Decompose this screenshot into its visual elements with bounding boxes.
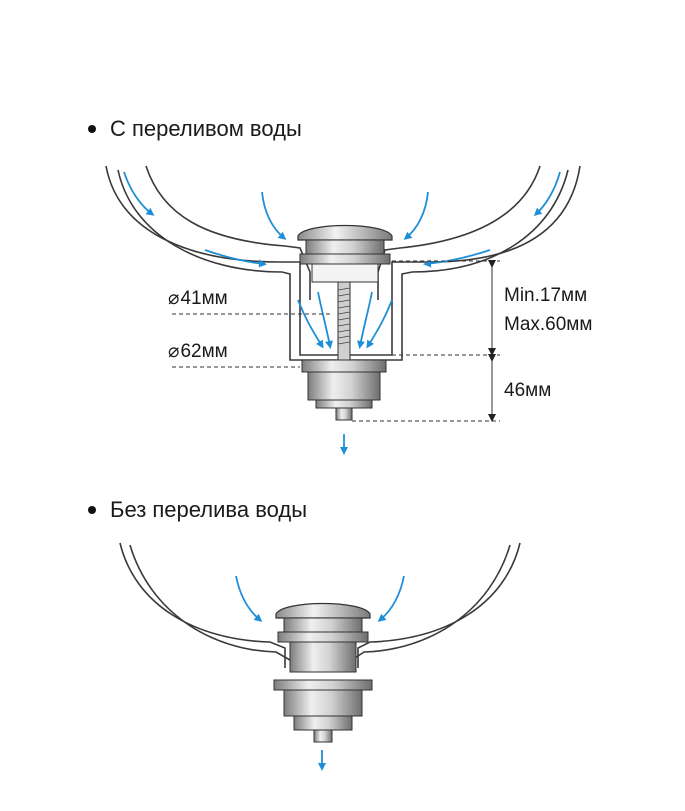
bullet-icon [88,125,96,133]
drain-cap-top [297,224,393,421]
basin-outer-wall [105,165,581,356]
diameter-icon: ⌀ [168,341,180,362]
section-title-text: Без перелива воды [110,497,308,522]
basin-outer-wall-right [357,542,521,668]
body-height-label: 46мм [504,380,552,401]
flow-arrows-bottom [235,575,405,771]
flow-arrow [357,291,373,349]
section-title-text: С переливом воды [110,116,302,141]
basin-inner-wall-right [377,165,541,300]
dimension-lines [172,260,500,422]
section-title-with-overflow: С переливом воды [88,116,302,142]
basin-without-overflow [119,542,521,668]
flow-arrow [317,291,333,349]
outer-diameter-value: 62мм [180,341,228,362]
flow-arrow [123,171,155,216]
basin-inner-wall [129,544,291,661]
max-thickness-label: Max.60мм [504,314,593,335]
min-thickness-label: Min.17мм [504,285,588,306]
inner-diameter-label: ⌀41мм [168,287,228,310]
flow-arrows-top [123,171,561,455]
flow-arrow [204,249,267,268]
drain-cap-bottom [273,602,373,743]
flow-arrow [403,191,429,240]
outer-diameter-label: ⌀62мм [168,340,228,363]
basin-inner-wall-right [351,544,511,661]
basin-outer-wall [119,542,286,668]
flow-arrow [297,299,324,349]
basin-with-overflow [105,165,581,361]
flow-arrow [377,575,405,622]
flow-arrow [533,171,561,217]
flow-arrow [423,249,491,268]
flow-arrow [235,575,263,622]
bullet-icon [88,506,96,514]
inner-diameter-value: 41мм [180,288,228,309]
section-title-without-overflow: Без перелива воды [88,497,307,523]
flow-arrow [366,299,393,349]
basin-inner-wall [145,165,311,300]
overflow-channel-left [117,169,291,345]
flow-arrow [261,191,287,240]
diameter-icon: ⌀ [168,288,180,309]
overflow-channel-right [401,169,569,345]
